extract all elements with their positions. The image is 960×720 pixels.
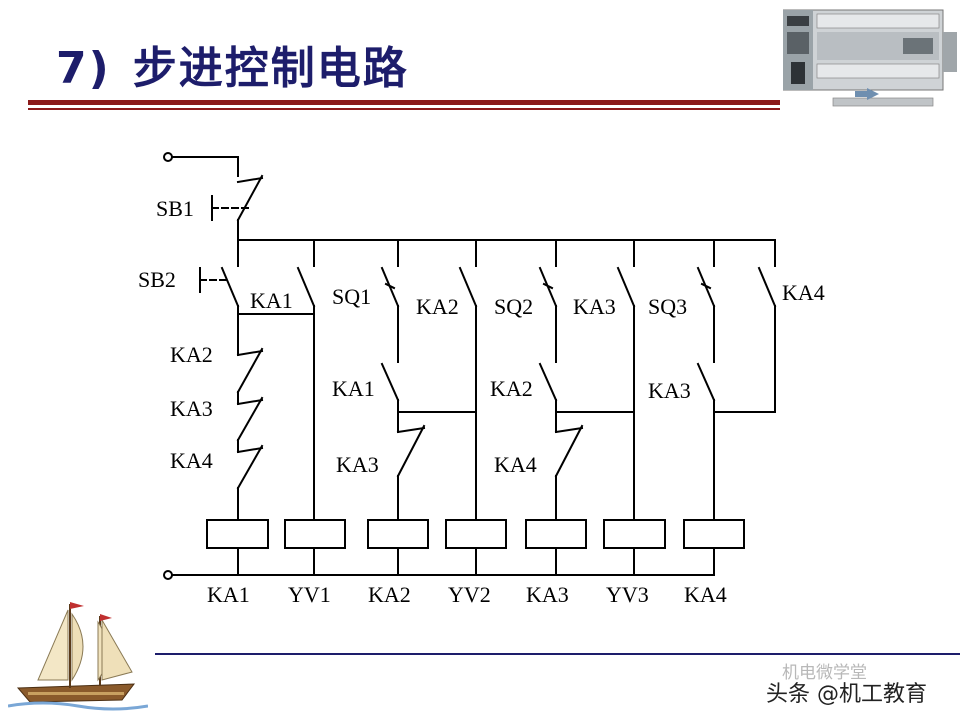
footer-rule	[155, 653, 960, 655]
label-ka4-nc: KA4	[170, 448, 213, 473]
label-sq1: SQ1	[332, 284, 371, 309]
coil-label-yv3: YV3	[606, 582, 649, 607]
label-sq3: SQ3	[648, 294, 687, 319]
label-ka2-no: KA2	[490, 376, 533, 401]
slide-title: 7) 步进控制电路	[56, 32, 409, 96]
coil-label-ka4: KA4	[684, 582, 727, 607]
slide-title-text: 步进控制电路	[132, 43, 409, 94]
coil-label-yv2: YV2	[448, 582, 491, 607]
label-ka2-hold: KA2	[416, 294, 459, 319]
label-ka1-no: KA1	[332, 376, 375, 401]
label-sq2: SQ2	[494, 294, 533, 319]
label-ka2-nc: KA2	[170, 342, 213, 367]
coil-yv3	[603, 519, 666, 549]
coil-label-ka1: KA1	[207, 582, 250, 607]
title-rule-thick	[28, 100, 780, 105]
label-ka3-no: KA3	[648, 378, 691, 403]
label-sb2: SB2	[138, 267, 176, 292]
coil-ka3	[525, 519, 587, 549]
label-sb1: SB1	[156, 196, 194, 221]
label-ka4-nc-b: KA4	[494, 452, 537, 477]
title-rule-thin	[28, 108, 780, 110]
label-ka3-hold: KA3	[573, 294, 616, 319]
coil-label-ka2: KA2	[368, 582, 411, 607]
coil-yv1	[284, 519, 346, 549]
coil-label-yv1: YV1	[288, 582, 331, 607]
coil-ka1	[206, 519, 269, 549]
slide-number: 7)	[56, 43, 111, 94]
coil-yv2	[445, 519, 507, 549]
label-ka4-hold: KA4	[782, 280, 825, 305]
coil-ka4	[683, 519, 745, 549]
watermark-source: 头条 @机工教育	[766, 682, 927, 707]
plc-module-image	[783, 9, 957, 107]
label-ka3-nc-b: KA3	[336, 452, 379, 477]
label-ka1-hold: KA1	[250, 288, 293, 313]
coil-label-ka3: KA3	[526, 582, 569, 607]
coil-ka2	[367, 519, 429, 549]
sailboat-image	[8, 602, 148, 711]
label-ka3-nc: KA3	[170, 396, 213, 421]
watermark-channel: 机电微学堂	[782, 663, 867, 683]
